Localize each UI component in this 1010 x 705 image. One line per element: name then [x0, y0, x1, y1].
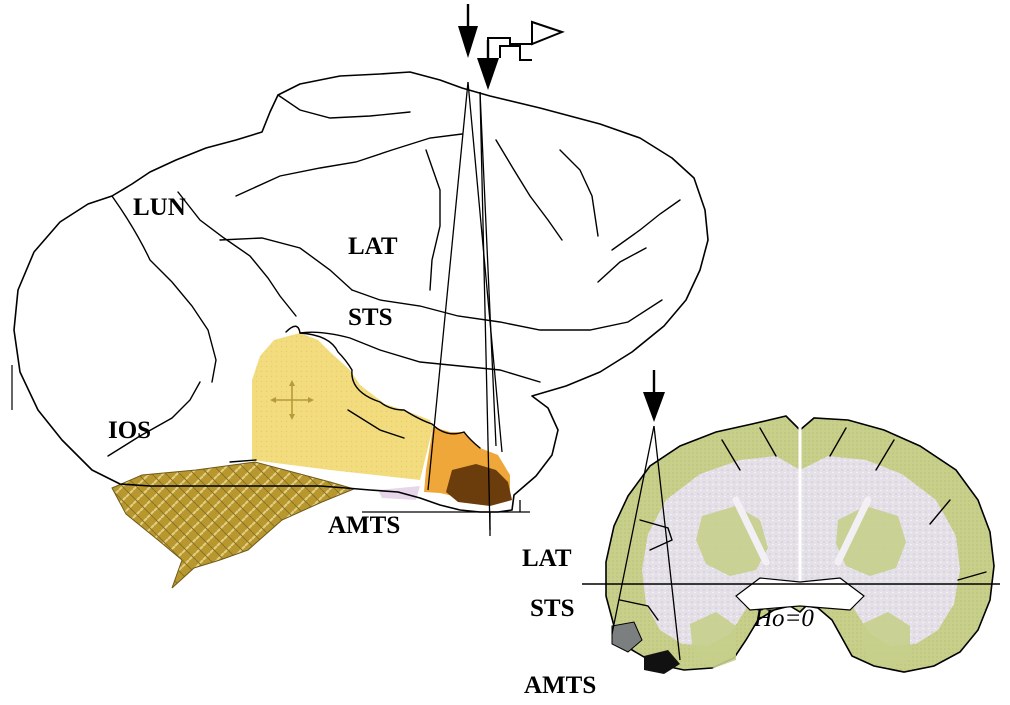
- ventral-temporal-region: [112, 462, 354, 588]
- arrow-down-icon: [643, 370, 665, 422]
- lateral-sulcus-label: LAT: [348, 233, 398, 260]
- coronal-amts-label: AMTS: [524, 672, 596, 699]
- coronal-sts-label: STS: [530, 595, 574, 622]
- lunate-sulcus: [112, 196, 216, 382]
- anterior-middle-temporal-sulcus-label: AMTS: [328, 512, 400, 539]
- horizontal-zero-label: Ho=0: [753, 605, 814, 632]
- lateral-brain-view: LUN LAT STS IOS AMTS: [12, 4, 708, 588]
- lunate-sulcus-label: LUN: [133, 194, 186, 221]
- superior-temporal-sulcus-label: STS: [348, 304, 392, 331]
- lateral-sulcus: [352, 290, 662, 330]
- coronal-section: LAT STS AMTS Ho=0: [522, 370, 1000, 699]
- flag-arrow-icon: [488, 22, 562, 60]
- inferior-occipital-sulcus-label: IOS: [108, 417, 151, 444]
- inferotemporal-region: [252, 333, 433, 480]
- coronal-lat-label: LAT: [522, 545, 572, 572]
- arrow-down-icon: [458, 4, 478, 58]
